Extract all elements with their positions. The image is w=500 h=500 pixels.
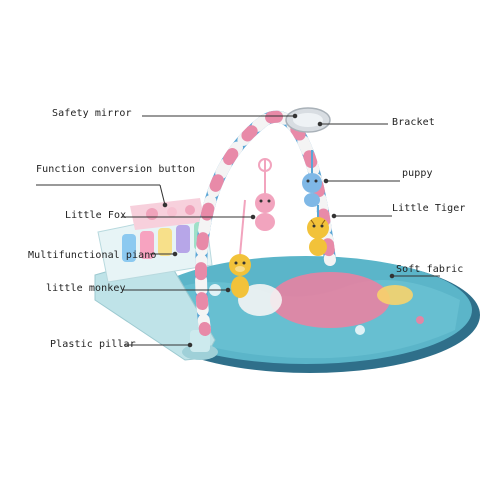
label-little-monkey: little monkey — [46, 283, 126, 294]
little-monkey-toy — [229, 254, 251, 298]
label-puppy: puppy — [402, 168, 433, 179]
mat-white-patch — [238, 284, 282, 316]
safety-mirror — [285, 107, 331, 133]
label-multifunctional-piano: Multifunctional piano — [28, 250, 157, 261]
hanging-toys — [229, 150, 329, 298]
label-soft-fabric: Soft fabric — [396, 264, 464, 275]
label-little-tiger: Little Tiger — [392, 203, 466, 214]
piano-key-4 — [176, 225, 190, 253]
little-tiger-toy — [307, 217, 329, 256]
piano-key-1 — [122, 234, 136, 262]
label-little-fox: Little Fox — [65, 210, 127, 221]
piano-key-2 — [140, 231, 154, 259]
puppy-toy — [302, 173, 322, 207]
leader-lines — [36, 113, 440, 348]
play-mat — [140, 256, 480, 373]
label-bracket: Bracket — [392, 117, 435, 128]
piano-key-3 — [158, 228, 172, 256]
label-plastic-pillar: Plastic pillar — [50, 339, 136, 350]
label-function-conversion-button: Function conversion button — [36, 164, 196, 175]
label-safety-mirror: Safety mirror — [52, 108, 132, 119]
little-fox-toy — [255, 193, 275, 231]
mat-pink-pad — [270, 272, 390, 328]
mat-yellow-patch — [377, 285, 413, 305]
